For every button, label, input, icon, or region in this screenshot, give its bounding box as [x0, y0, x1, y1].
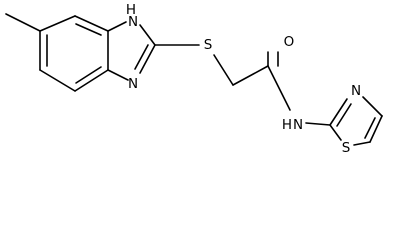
atom-label-n1: N	[128, 14, 138, 30]
bond-ch2-carbonyl	[232, 65, 269, 86]
bond-nh-c2thiazole	[305, 122, 331, 126]
atom-label-s-thiazole: S	[342, 140, 351, 156]
bond-c7-c7a-inner	[75, 66, 102, 84]
bond-s-c2-thiazole	[329, 124, 342, 141]
bond-c5-s-thiazole	[353, 141, 371, 146]
bond-c4-c5-thiazole	[369, 115, 383, 143]
atom-labels: H N N S O H N N S	[126, 2, 361, 156]
atom-label-s-thioether: S	[204, 37, 213, 53]
bond-methyl	[5, 13, 41, 32]
bond-c6-c7	[39, 69, 76, 92]
linker-bonds	[213, 51, 331, 126]
bond-c4-c5-thiazole-inner	[364, 117, 376, 139]
molecule-diagram: H N N S O H N N S	[5, 2, 383, 156]
bond-c3a-c4	[74, 15, 109, 32]
thiazole-bonds	[329, 96, 383, 146]
atom-label-n3: N	[128, 76, 138, 92]
atom-label-o: O	[284, 34, 295, 50]
bond-c2-n3-inner	[134, 44, 149, 70]
bond-c2-n3	[139, 44, 156, 74]
bond-c3a-c4-inner	[75, 23, 102, 36]
bond-n1-c2	[139, 24, 156, 46]
atom-label-h-n1: H	[126, 2, 136, 18]
atom-label-n-amide: N	[293, 117, 303, 133]
bond-n3-c7a	[107, 69, 129, 81]
bond-s-ch2	[213, 54, 234, 86]
bond-c2-n3-thiazole-inner	[336, 103, 352, 127]
benzimidazole-bonds	[5, 13, 200, 92]
bond-c3a-n1	[107, 21, 127, 32]
atom-label-h-amide: H	[282, 117, 292, 133]
bond-c2-n3-thiazole	[329, 98, 348, 126]
bond-c5-c4	[39, 15, 76, 32]
bond-carbonyl-nh	[267, 65, 291, 111]
bond-c7-c7a	[74, 69, 109, 92]
atom-label-n-thiazole: N	[351, 83, 361, 99]
bond-n3-c4-thiazole	[362, 96, 383, 117]
